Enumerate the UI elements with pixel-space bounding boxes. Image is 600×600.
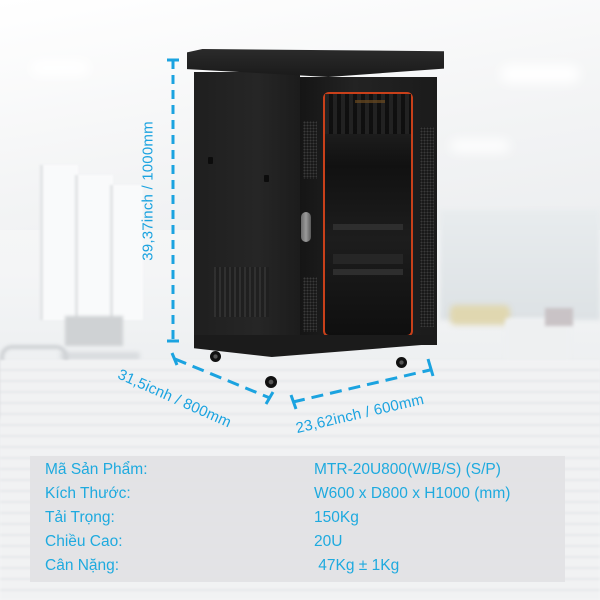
spec-value: MTR-20U800(W/B/S) (S/P) (314, 461, 501, 478)
side-lock (208, 157, 213, 164)
ceiling-light (500, 65, 580, 83)
spec-row-product-code: Mã Sản Phẩm: MTR-20U800(W/B/S) (S/P) (30, 461, 565, 485)
background-plant (450, 305, 510, 325)
rack-rail (333, 224, 403, 230)
spec-label: Mã Sản Phẩm: (45, 461, 148, 478)
rack-equipment (333, 254, 403, 264)
window-panel (110, 185, 143, 320)
door-handle-icon (301, 212, 311, 242)
rack-rail (333, 269, 403, 275)
glass-partition (440, 210, 600, 320)
background-monitor (545, 308, 573, 326)
spec-panel: Mã Sản Phẩm: MTR-20U800(W/B/S) (S/P) Kíc… (30, 456, 565, 582)
spec-value: W600 x D800 x H1000 (mm) (314, 485, 511, 502)
front-vent-left-top (303, 121, 317, 179)
spec-value: 47Kg ± 1Kg (314, 557, 400, 574)
side-lock (264, 175, 269, 182)
spec-value: 150Kg (314, 509, 359, 526)
spec-label: Tải Trọng: (45, 509, 115, 526)
spec-value: 20U (314, 533, 343, 550)
background-monitor (65, 316, 123, 346)
front-vent-right (420, 127, 434, 327)
spec-label: Cân Nặng: (45, 557, 120, 574)
spec-row-height-units: Chiều Cao: 20U (30, 533, 565, 557)
height-dimension-label: 39,37inch / 1000mm (139, 121, 157, 261)
caster-wheel (210, 351, 221, 362)
window-panel (40, 165, 78, 320)
brand-logo (355, 100, 385, 103)
front-vent-left-bottom (303, 277, 317, 332)
spec-row-dimensions: Kích Thước: W600 x D800 x H1000 (mm) (30, 485, 565, 509)
window-panel (75, 175, 113, 320)
spec-label: Kích Thước: (45, 485, 131, 502)
spec-row-load-capacity: Tải Trọng: 150Kg (30, 509, 565, 533)
ceiling-light (450, 140, 510, 152)
background-desk (60, 352, 140, 360)
ceiling-light (30, 60, 90, 76)
side-vent (214, 267, 269, 317)
caster-wheel (265, 376, 277, 388)
caster-wheel (396, 357, 407, 368)
spec-row-weight: Cân Nặng: 47Kg ± 1Kg (30, 557, 565, 581)
cabinet-side-panel (194, 72, 300, 342)
glass-door (323, 92, 413, 337)
spec-label: Chiều Cao: (45, 533, 123, 550)
